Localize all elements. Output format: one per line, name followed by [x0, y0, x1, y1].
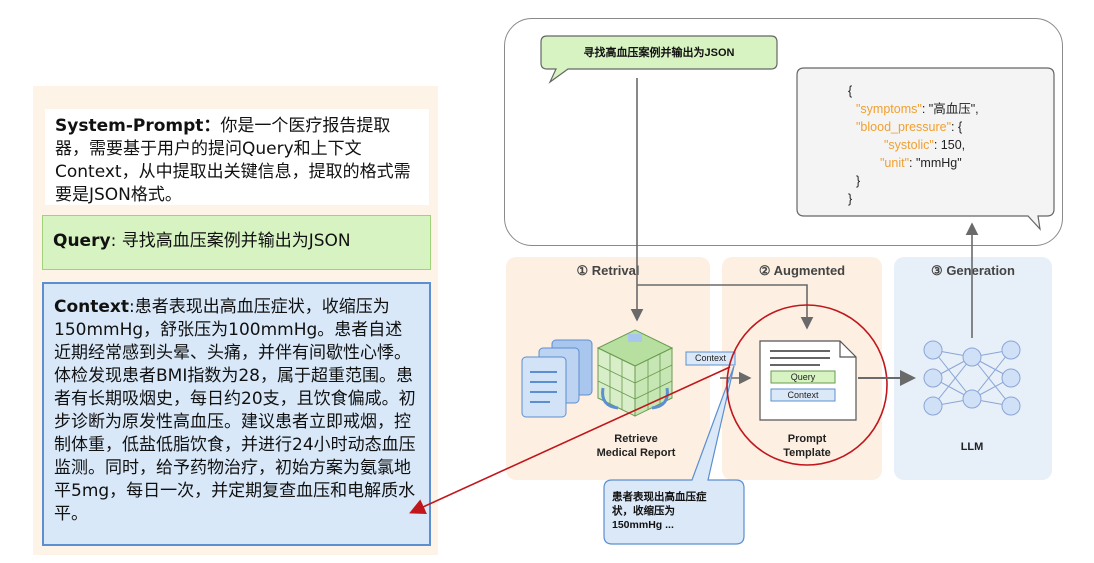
json-value-unit: : "mmHg" — [909, 156, 962, 170]
documents-icon — [521, 339, 593, 418]
template-query-label: Query — [790, 372, 816, 382]
json-key-systolic: "systolic" — [884, 138, 934, 152]
json-line-systolic: "systolic": 150, — [848, 136, 979, 154]
query-card: Query: 寻找高血压案例并输出为JSON — [42, 215, 431, 270]
json-output-bubble — [796, 67, 1055, 231]
json-key-symptoms: "symptoms" — [856, 102, 922, 116]
tooltip-text: 患者表现出高血压症 状，收缩压为 150mmHg ... — [612, 490, 742, 532]
json-line-bp: "blood_pressure": { — [848, 118, 979, 136]
json-value-bp: : { — [951, 120, 963, 134]
json-line-close-inner: } — [856, 174, 861, 188]
tooltip-line2: 状，收缩压为 — [612, 505, 675, 517]
tooltip-line1: 患者表现出高血压症 — [612, 491, 707, 503]
retrieve-label: Retrieve Medical Report — [580, 432, 692, 460]
red-context-arrow — [409, 366, 731, 514]
query-to-template-arrow — [637, 284, 814, 330]
json-key-unit: "unit" — [880, 156, 910, 170]
prompt-label-line2: Template — [783, 447, 831, 459]
json-key-bp: "blood_pressure" — [856, 120, 952, 134]
json-value-systolic: : 150, — [933, 138, 966, 152]
prompt-template-icon — [759, 340, 857, 421]
retrieve-label-line1: Retrieve — [614, 433, 658, 445]
system-prompt-card: System-Prompt：你是一个医疗报告提取器，需要基于用户的提问Query… — [45, 109, 429, 205]
retrieve-label-line2: Medical Report — [596, 447, 676, 459]
template-highlight-circle — [726, 304, 888, 466]
context-card: Context:患者表现出高血压症状，收缩压为150mmHg，舒张压为100mm… — [42, 282, 431, 546]
template-context-label: Context — [787, 390, 819, 400]
generation-column — [894, 257, 1052, 480]
json-output: { "symptoms": "高血压", "blood_pressure": {… — [848, 82, 979, 208]
context-label: Context — [54, 297, 130, 317]
query-label: Query — [53, 231, 111, 251]
json-line-close: } — [848, 192, 853, 206]
context-tag — [685, 351, 736, 366]
stage-title-generation: ③ Generation — [931, 263, 1015, 278]
llm-network-icon — [923, 340, 1021, 416]
context-text: :患者表现出高血压症状，收缩压为150mmHg，舒张压为100mmHg。患者自述… — [54, 297, 416, 524]
stage-title-augmented: ② Augmented — [758, 263, 846, 278]
retrieval-cube-icon — [596, 329, 674, 417]
query-speech-bubble — [540, 35, 778, 84]
system-prompt-label: System-Prompt： — [55, 116, 221, 136]
context-tag-label: Context — [694, 353, 727, 363]
system-prompt-text: 你是一个医疗报告提取器，需要基于用户的提问Query和上下文Context，从中… — [55, 116, 411, 205]
json-line-symptoms: "symptoms": "高血压", — [848, 100, 979, 118]
query-text: : 寻找高血压案例并输出为JSON — [110, 231, 351, 251]
prompt-label-line1: Prompt — [787, 433, 827, 445]
query-bubble-text: 寻找高血压案例并输出为JSON — [583, 47, 735, 59]
stage-title-retrival: ① Retrival — [576, 263, 640, 278]
prompt-template-label: Prompt Template — [762, 432, 852, 460]
tooltip-line3: 150mmHg ... — [612, 519, 674, 531]
context-tooltip-callout — [603, 365, 745, 545]
llm-label: LLM — [960, 441, 984, 453]
json-value-symptoms: : "高血压", — [921, 102, 979, 116]
json-line-unit: "unit": "mmHg" — [848, 154, 979, 172]
json-line-open: { — [848, 84, 853, 98]
